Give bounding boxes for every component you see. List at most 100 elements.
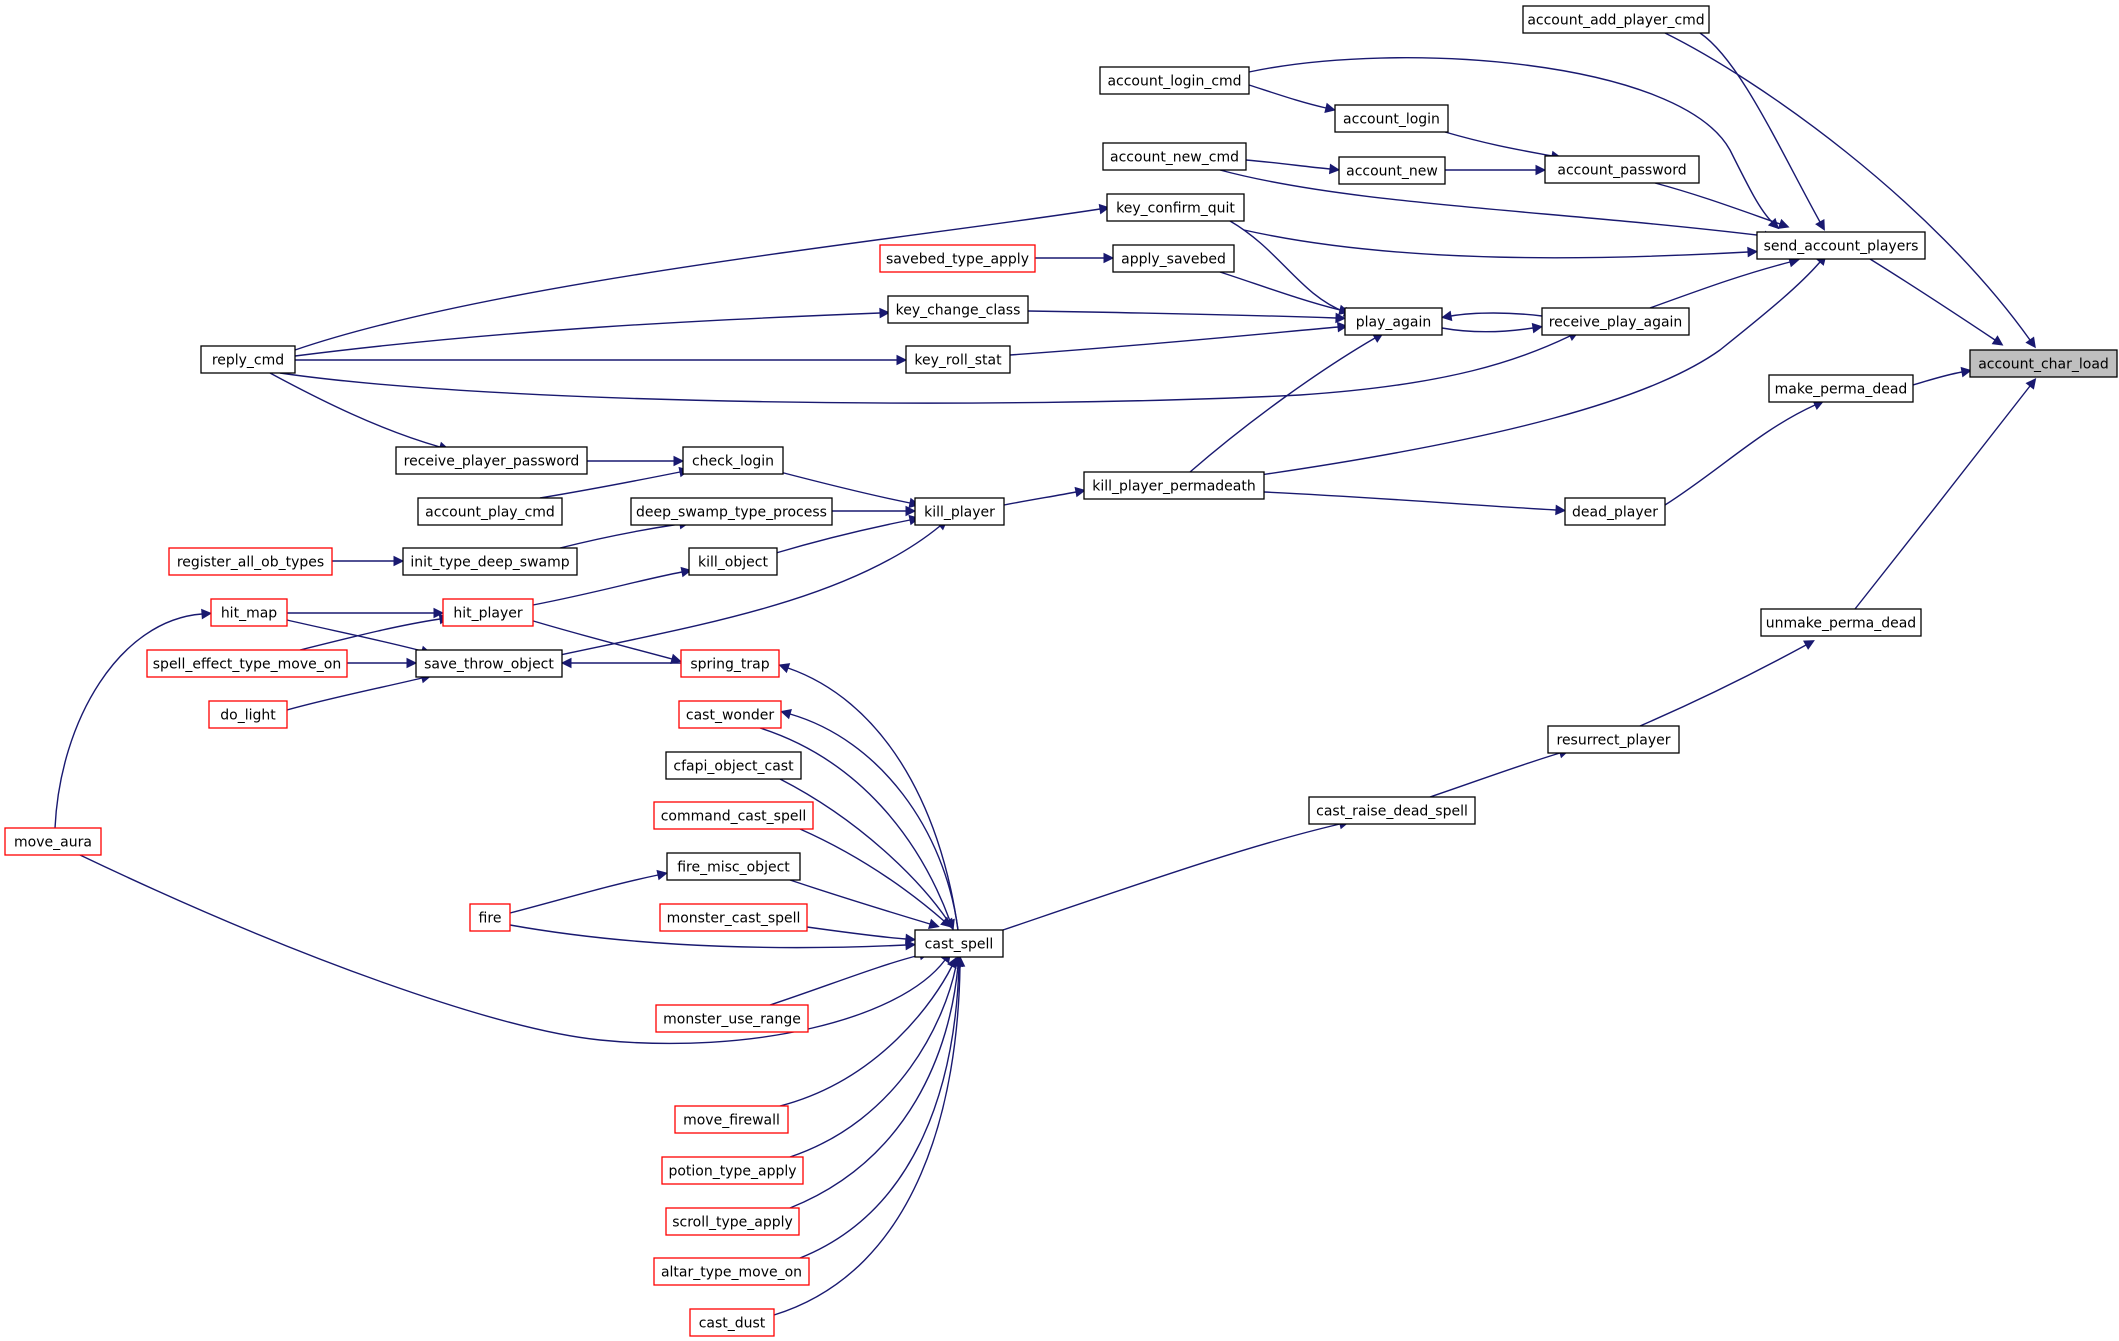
node-box[interactable]: [661, 1156, 804, 1185]
node-cast-raise-dead-spell[interactable]: cast_raise_dead_spell: [1308, 796, 1476, 825]
node-box[interactable]: [688, 547, 778, 576]
node-savebed-type-apply[interactable]: savebed_type_apply: [879, 244, 1036, 273]
node-account-play-cmd[interactable]: account_play_cmd: [417, 497, 563, 526]
node-receive-play-again[interactable]: receive_play_again: [1541, 307, 1690, 336]
node-box[interactable]: [682, 446, 784, 475]
node-init-type-deep-swamp[interactable]: init_type_deep_swamp: [402, 547, 578, 576]
node-box[interactable]: [200, 345, 296, 374]
node-box[interactable]: [415, 649, 563, 678]
node-monster-use-range[interactable]: monster_use_range: [655, 1004, 809, 1033]
node-cast-spell[interactable]: cast_spell: [914, 929, 1004, 958]
node-box[interactable]: [1768, 374, 1914, 403]
node-check-login[interactable]: check_login: [682, 446, 784, 475]
node-box[interactable]: [402, 547, 578, 576]
node-account-login[interactable]: account_login: [1334, 104, 1449, 133]
node-box[interactable]: [442, 598, 534, 627]
node-key-confirm-quit[interactable]: key_confirm_quit: [1106, 193, 1245, 222]
node-command-cast-spell[interactable]: command_cast_spell: [653, 801, 814, 830]
node-monster-cast-spell[interactable]: monster_cast_spell: [659, 903, 808, 932]
node-box[interactable]: [1099, 66, 1250, 95]
node-cfapi-object-cast[interactable]: cfapi_object_cast: [665, 751, 802, 780]
node-box[interactable]: [1541, 307, 1690, 336]
node-box[interactable]: [146, 649, 348, 678]
node-box[interactable]: [666, 852, 801, 881]
node-box[interactable]: [905, 345, 1011, 374]
node-send-account-players[interactable]: send_account_players: [1756, 231, 1926, 260]
node-box[interactable]: [1344, 307, 1443, 336]
node-box[interactable]: [1756, 231, 1926, 260]
node-box[interactable]: [659, 903, 808, 932]
node-altar-type-move-on[interactable]: altar_type_move_on: [653, 1257, 810, 1286]
node-box[interactable]: [914, 929, 1004, 958]
node-box[interactable]: [1760, 608, 1922, 637]
node-cast-dust[interactable]: cast_dust: [689, 1308, 775, 1337]
node-do-light[interactable]: do_light: [208, 700, 288, 729]
node-apply-savebed[interactable]: apply_savebed: [1112, 244, 1235, 273]
node-account-char-load[interactable]: account_char_load: [1969, 349, 2118, 378]
node-box[interactable]: [653, 1257, 810, 1286]
node-box[interactable]: [665, 1207, 800, 1236]
node-box[interactable]: [1112, 244, 1235, 273]
node-box[interactable]: [1544, 155, 1700, 184]
node-box[interactable]: [680, 649, 780, 678]
node-key-change-class[interactable]: key_change_class: [887, 295, 1029, 324]
node-kill-object[interactable]: kill_object: [688, 547, 778, 576]
node-box[interactable]: [208, 700, 288, 729]
node-box[interactable]: [1547, 725, 1680, 754]
node-box[interactable]: [630, 497, 833, 526]
node-register-all-ob-types[interactable]: register_all_ob_types: [168, 547, 333, 576]
node-hit-map[interactable]: hit_map: [210, 598, 288, 627]
node-unmake-perma-dead[interactable]: unmake_perma_dead: [1760, 608, 1922, 637]
node-box[interactable]: [1338, 156, 1446, 185]
node-move-firewall[interactable]: move_firewall: [674, 1105, 789, 1134]
node-scroll-type-apply[interactable]: scroll_type_apply: [665, 1207, 800, 1236]
node-box[interactable]: [665, 751, 802, 780]
node-kill-player[interactable]: kill_player: [914, 497, 1005, 526]
node-box[interactable]: [1083, 471, 1265, 500]
node-fire[interactable]: fire: [469, 903, 511, 932]
node-potion-type-apply[interactable]: potion_type_apply: [661, 1156, 804, 1185]
node-account-new-cmd[interactable]: account_new_cmd: [1102, 142, 1247, 171]
node-box[interactable]: [674, 1105, 789, 1134]
node-box[interactable]: [914, 497, 1005, 526]
node-box[interactable]: [879, 244, 1036, 273]
node-box[interactable]: [1334, 104, 1449, 133]
node-reply-cmd[interactable]: reply_cmd: [200, 345, 296, 374]
node-box[interactable]: [417, 497, 563, 526]
node-spring-trap[interactable]: spring_trap: [680, 649, 780, 678]
node-resurrect-player[interactable]: resurrect_player: [1547, 725, 1680, 754]
node-box[interactable]: [653, 801, 814, 830]
node-box[interactable]: [689, 1308, 775, 1337]
node-save-throw-object[interactable]: save_throw_object: [415, 649, 563, 678]
node-box[interactable]: [1564, 497, 1666, 526]
node-box[interactable]: [678, 700, 782, 729]
node-receive-player-password[interactable]: receive_player_password: [395, 446, 588, 475]
node-box[interactable]: [1522, 5, 1710, 34]
node-box[interactable]: [395, 446, 588, 475]
node-make-perma-dead[interactable]: make_perma_dead: [1768, 374, 1914, 403]
node-box[interactable]: [887, 295, 1029, 324]
node-dead-player[interactable]: dead_player: [1564, 497, 1666, 526]
node-box[interactable]: [168, 547, 333, 576]
node-move-aura[interactable]: move_aura: [4, 827, 102, 856]
node-box[interactable]: [655, 1004, 809, 1033]
node-deep-swamp-type-process[interactable]: deep_swamp_type_process: [630, 497, 833, 526]
node-box[interactable]: [1308, 796, 1476, 825]
node-box[interactable]: [210, 598, 288, 627]
node-box[interactable]: [4, 827, 102, 856]
node-box[interactable]: [469, 903, 511, 932]
node-cast-wonder[interactable]: cast_wonder: [678, 700, 782, 729]
node-account-new[interactable]: account_new: [1338, 156, 1446, 185]
node-hit-player[interactable]: hit_player: [442, 598, 534, 627]
node-box[interactable]: [1102, 142, 1247, 171]
node-key-roll-stat[interactable]: key_roll_stat: [905, 345, 1011, 374]
node-box[interactable]: [1969, 349, 2118, 378]
node-spell-effect-type-move-on[interactable]: spell_effect_type_move_on: [146, 649, 348, 678]
node-account-add-player-cmd[interactable]: account_add_player_cmd: [1522, 5, 1710, 34]
node-fire-misc-object[interactable]: fire_misc_object: [666, 852, 801, 881]
node-box[interactable]: [1106, 193, 1245, 222]
node-account-login-cmd[interactable]: account_login_cmd: [1099, 66, 1250, 95]
node-play-again[interactable]: play_again: [1344, 307, 1443, 336]
node-kill-player-permadeath[interactable]: kill_player_permadeath: [1083, 471, 1265, 500]
node-account-password[interactable]: account_password: [1544, 155, 1700, 184]
